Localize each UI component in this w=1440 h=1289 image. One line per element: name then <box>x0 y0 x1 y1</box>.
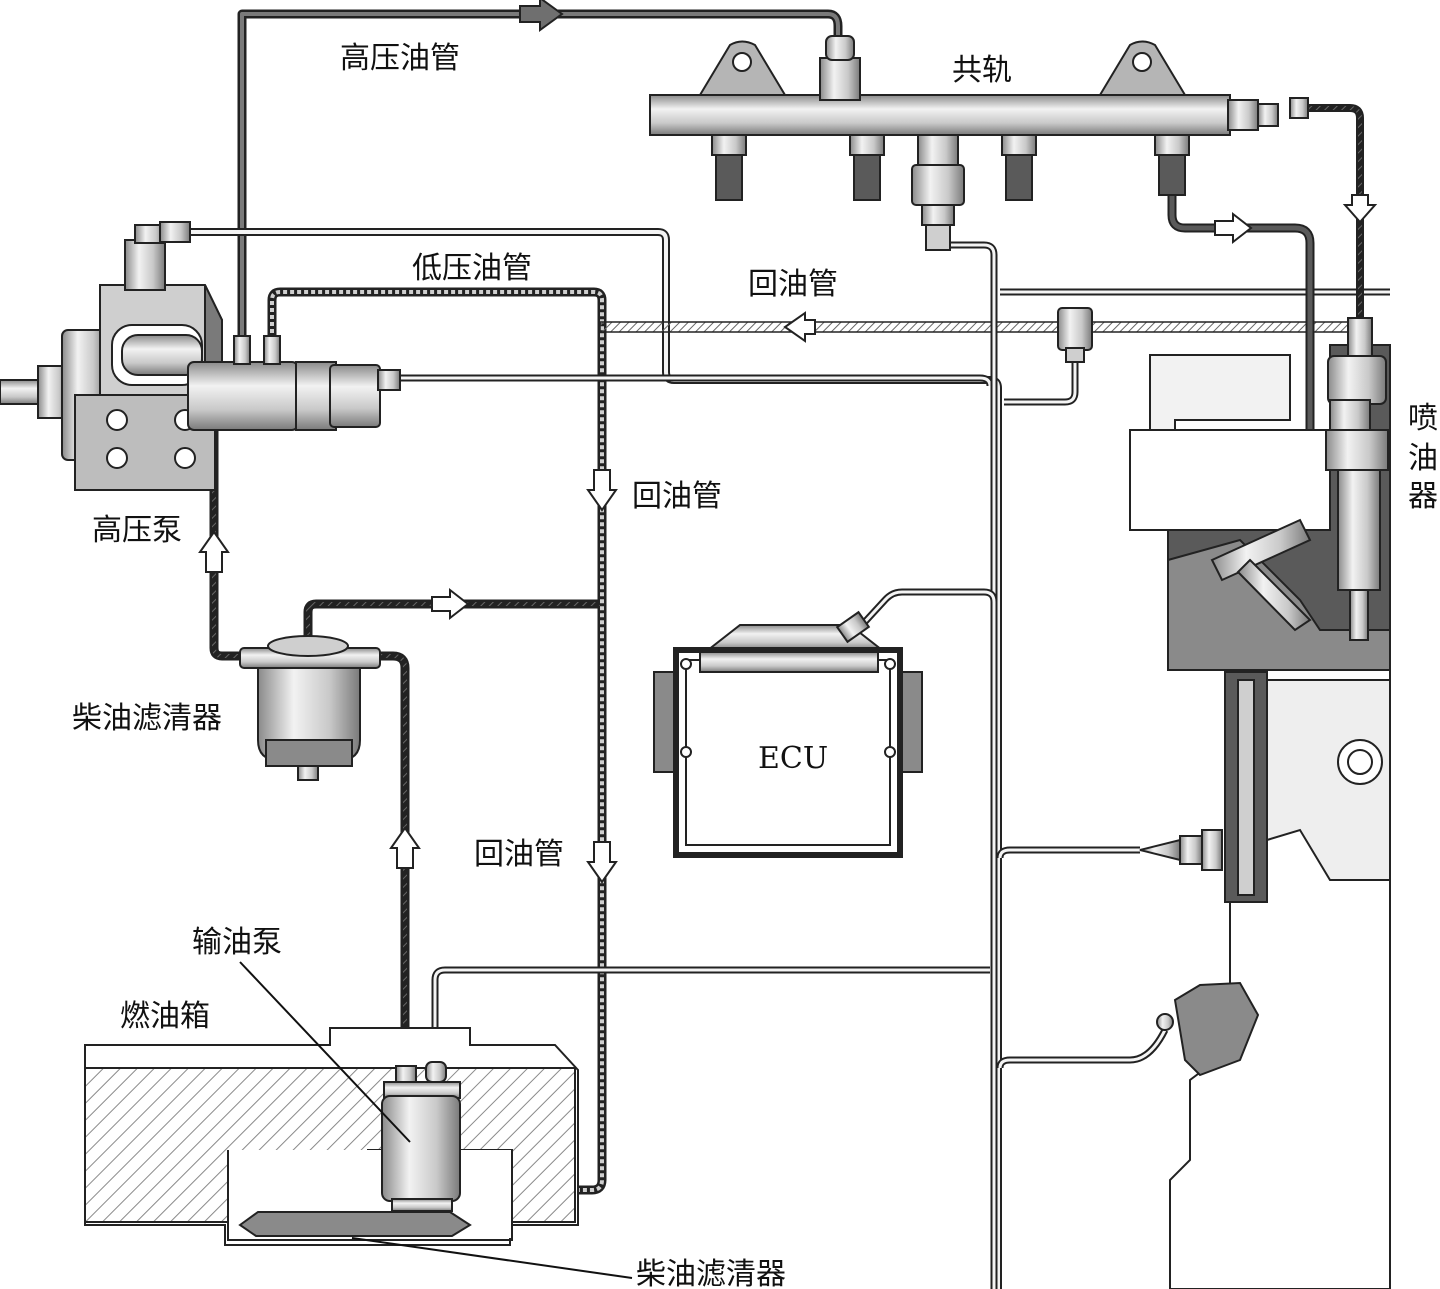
return-pipe-injectors <box>599 321 1361 333</box>
feed-pump <box>381 1061 461 1212</box>
filter-to-pump-pipe <box>209 400 240 661</box>
arrow-return-mid <box>586 469 618 512</box>
rail-pressure-sensor <box>911 134 965 251</box>
tank-bottom-filter <box>238 1211 472 1237</box>
rail-outlets <box>711 134 1190 201</box>
label-return-pipe-low: 回油管 <box>474 837 564 872</box>
filter-cross-pipe <box>303 599 600 640</box>
label-fuel-tank: 燃油箱 <box>120 999 210 1034</box>
injector <box>1325 317 1389 641</box>
arrow-rail-to-injector <box>1342 194 1378 224</box>
high-pressure-pump <box>0 221 401 491</box>
label-injector-char-1: 喷 <box>1408 401 1438 436</box>
return-valve-line <box>1004 350 1079 406</box>
label-feed-pump: 输油泵 <box>192 925 282 960</box>
arrow-high-pressure <box>519 0 564 32</box>
sensor-line-lower <box>996 1028 1169 1069</box>
arrow-feed-up-filter <box>389 826 421 869</box>
arrow-feed-up-pump <box>198 530 230 573</box>
labels: 高压油管 共轨 低压油管 回油管 回油管 回油管 高压泵 柴油滤清器 ECU 输… <box>72 41 1438 1289</box>
sensor-line-speed <box>996 846 1140 859</box>
label-high-pressure-pump: 高压泵 <box>92 513 182 548</box>
pump-outlet-line <box>400 374 994 387</box>
ecu-connector-line <box>859 588 998 628</box>
diesel-filter-upper <box>239 635 381 781</box>
label-ecu: ECU <box>758 741 828 776</box>
rail-to-injector-pipe <box>1300 104 1364 318</box>
speed-sensor <box>1139 829 1223 871</box>
label-return-pipe-top: 回油管 <box>748 267 838 302</box>
high-pressure-pipe <box>237 9 843 340</box>
return-check-valve <box>1057 307 1093 363</box>
label-common-rail: 共轨 <box>952 53 1012 88</box>
arrow-return-low <box>586 841 618 884</box>
pipes <box>190 9 1390 1289</box>
low-pressure-pipe <box>267 287 607 1195</box>
label-return-pipe-mid: 回油管 <box>632 479 722 514</box>
arrow-return-top <box>783 311 816 343</box>
fuel-tank <box>84 1027 579 1246</box>
label-injector-char-3: 器 <box>1408 479 1438 514</box>
label-diesel-filter-lower: 柴油滤清器 <box>636 1257 786 1289</box>
flow-arrows <box>198 0 1378 884</box>
common-rail <box>649 35 1309 251</box>
label-diesel-filter-upper: 柴油滤清器 <box>72 701 222 736</box>
label-low-pressure-pipe: 低压油管 <box>412 251 532 286</box>
arrow-injector-leak <box>1214 211 1253 245</box>
temperature-sensor <box>1156 981 1260 1077</box>
ecu <box>653 610 923 858</box>
tank-return-pipe <box>431 966 990 1072</box>
tank-to-filter-pipe <box>375 651 410 1072</box>
rail-sensor-line <box>935 241 998 1289</box>
arrow-filter-cross <box>431 587 470 621</box>
label-high-pressure-pipe: 高压油管 <box>340 41 460 76</box>
leader-lines <box>239 961 633 1279</box>
label-injector-char-2: 油 <box>1408 441 1438 476</box>
